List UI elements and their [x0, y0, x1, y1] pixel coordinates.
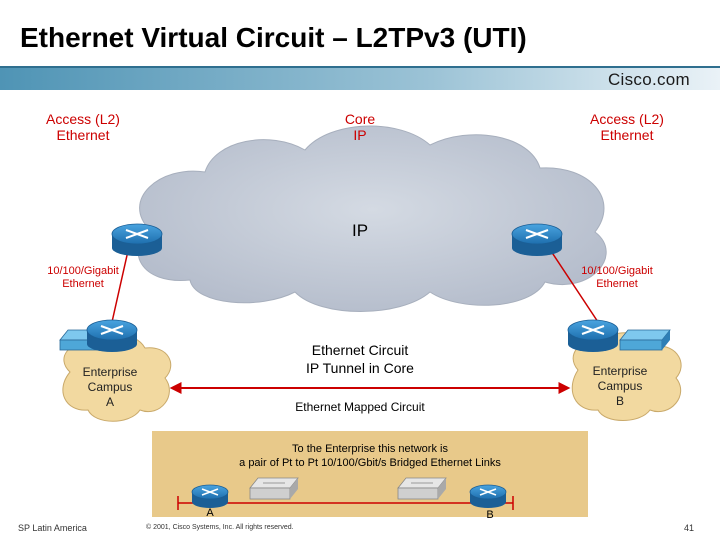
- campus-b-label: Enterprise Campus B: [572, 364, 668, 409]
- core-label: Core IP: [310, 111, 410, 143]
- gig-right-line2: Ethernet: [596, 278, 638, 290]
- gig-right-line1: 10/100/Gigabit: [581, 265, 653, 277]
- page-number: 41: [684, 523, 695, 533]
- cloud-ip-label: IP: [351, 221, 369, 240]
- point-a-label: A: [206, 507, 214, 519]
- header-bar: [0, 66, 720, 90]
- enterprise-view-line1: To the Enterprise this network is: [292, 443, 448, 455]
- enterprise-view-line2: a pair of Pt to Pt 10/100/Gbit/s Bridged…: [239, 457, 501, 469]
- footer-copyright: © 2001, Cisco Systems, Inc. All rights r…: [146, 524, 294, 531]
- router-point-a-icon: [191, 484, 229, 508]
- core-line1: Core: [344, 111, 376, 127]
- point-b-label: B: [486, 509, 494, 521]
- bridge-switch-right-icon: [397, 477, 447, 500]
- access-right-line1: Access (L2): [590, 111, 664, 127]
- mapped-circuit-label: Ethernet Mapped Circuit: [295, 400, 425, 414]
- access-left-line1: Access (L2): [46, 111, 120, 127]
- campus-a-label: Enterprise Campus A: [62, 365, 158, 410]
- access-left-label: Access (L2) Ethernet: [28, 111, 138, 143]
- gig-left-line1: 10/100/Gigabit: [47, 265, 119, 277]
- core-line2: IP: [353, 127, 367, 143]
- circuit-line2: IP Tunnel in Core: [306, 360, 414, 376]
- core-ip-cloud: [137, 125, 607, 312]
- campus-b-line1: Enterprise: [592, 364, 648, 378]
- cisco-brand: Cisco.com: [607, 70, 690, 89]
- access-right-line2: Ethernet: [600, 127, 654, 143]
- slide-title: Ethernet Virtual Circuit – L2TPv3 (UTI): [20, 22, 527, 53]
- campus-a-line1: Enterprise: [82, 365, 138, 379]
- campus-a-line2: Campus: [87, 380, 133, 394]
- router-core-right-icon: [511, 223, 563, 256]
- campus-b-switch-icon: [619, 329, 671, 351]
- router-point-b-icon: [469, 484, 507, 508]
- router-campus-b-icon: [567, 319, 619, 352]
- gig-left-line2: Ethernet: [62, 278, 104, 290]
- access-left-line2: Ethernet: [56, 127, 110, 143]
- access-right-label: Access (L2) Ethernet: [572, 111, 682, 143]
- bridge-switch-left-icon: [249, 477, 299, 500]
- router-core-left-icon: [111, 223, 163, 256]
- footer-left: SP Latin America: [18, 523, 87, 533]
- circuit-line1: Ethernet Circuit: [311, 342, 409, 358]
- campus-a-line3: A: [105, 395, 114, 409]
- ethernet-circuit-label: Ethernet Circuit IP Tunnel in Core: [260, 341, 460, 377]
- link-right-access: [544, 241, 599, 323]
- gig-right-label: 10/100/Gigabit Ethernet: [562, 265, 672, 291]
- campus-b-line3: B: [615, 394, 624, 408]
- link-left-access: [111, 241, 131, 323]
- gig-left-label: 10/100/Gigabit Ethernet: [28, 265, 138, 291]
- router-campus-a-icon: [86, 319, 138, 352]
- campus-b-line2: Campus: [597, 379, 643, 393]
- enterprise-view-text: To the Enterprise this network is a pair…: [152, 442, 588, 470]
